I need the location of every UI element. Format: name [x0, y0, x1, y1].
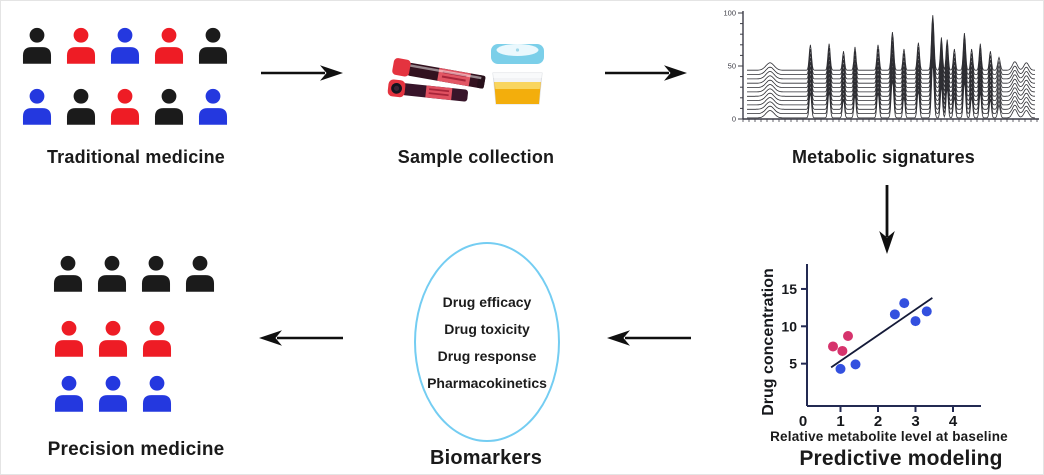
biomarker-item: Drug efficacy — [442, 293, 532, 310]
urine-cup-icon — [491, 44, 544, 105]
person-icon-black — [53, 255, 83, 292]
biomarker-item: Drug toxicity — [444, 320, 530, 337]
blood-tubes-icon — [387, 58, 486, 102]
scatter-point-blue-points — [899, 298, 910, 309]
person-icon-black — [22, 27, 52, 64]
svg-text:4: 4 — [949, 413, 958, 429]
arrow-right-sample-to-metabolic — [605, 65, 687, 81]
svg-text:0: 0 — [732, 115, 736, 124]
predictive-modeling-xaxis-label: Relative metabolite level at baseline — [770, 429, 1008, 444]
svg-text:1: 1 — [836, 413, 844, 429]
predictive-modeling-chart: 5 10 15 0 1 2 3 4 Drug concentration — [760, 264, 981, 429]
svg-text:2: 2 — [874, 413, 882, 429]
traditional-medicine-label: Traditional medicine — [46, 147, 226, 167]
predictive-modeling-label: Predictive modeling — [799, 447, 1003, 470]
person-icon-blue — [142, 375, 172, 412]
person-icon-red — [154, 27, 184, 64]
person-icon-blue — [22, 88, 52, 125]
scatter-ylabel: Drug concentration — [760, 268, 777, 416]
arrow-down-metabolic-to-predictive — [879, 185, 895, 254]
person-icon-red — [54, 320, 84, 357]
svg-text:100: 100 — [723, 9, 736, 18]
arrow-left-biomarkers-to-precision — [259, 330, 343, 346]
person-icon-blue — [98, 375, 128, 412]
scatter-point-pink-points — [828, 341, 838, 352]
person-icon-blue — [54, 375, 84, 412]
svg-text:15: 15 — [781, 281, 797, 297]
scatter-point-pink-points — [843, 331, 853, 342]
svg-text:0: 0 — [799, 413, 807, 429]
scatter-point-blue-points — [850, 359, 861, 370]
person-icon-black — [66, 88, 96, 125]
precision-medicine-people-red — [52, 319, 174, 357]
biomarker-item: Drug response — [437, 347, 537, 364]
scatter-point-blue-points — [889, 309, 900, 320]
scatter-point-blue-points — [835, 363, 846, 374]
person-icon-black — [97, 255, 127, 292]
person-icon-blue — [198, 88, 228, 125]
svg-text:50: 50 — [728, 62, 736, 71]
person-icon-red — [98, 320, 128, 357]
biomarker-item: Pharmacokinetics — [427, 374, 547, 391]
person-icon-black — [185, 255, 215, 292]
svg-text:5: 5 — [789, 356, 797, 372]
metabolic-signatures-chart: 100 50 0 — [723, 9, 1039, 124]
traditional-medicine-people — [20, 26, 230, 125]
svg-text:3: 3 — [911, 413, 919, 429]
person-icon-blue — [110, 27, 140, 64]
scatter-point-pink-points — [837, 345, 848, 356]
person-icon-black — [141, 255, 171, 292]
scatter-point-blue-points — [910, 316, 921, 327]
sample-collection-label: Sample collection — [397, 147, 555, 167]
scatter-point-blue-points — [921, 306, 932, 317]
metabolic-signatures-label: Metabolic signatures — [791, 147, 976, 167]
person-icon-black — [154, 88, 184, 125]
svg-text:10: 10 — [781, 318, 797, 334]
person-icon-red — [66, 27, 96, 64]
precision-medicine-people-black — [51, 254, 217, 292]
precision-medicine-label: Precision medicine — [47, 439, 225, 460]
person-icon-black — [198, 27, 228, 64]
arrow-right-traditional-to-sample — [261, 65, 343, 81]
precision-medicine-people-blue — [52, 374, 174, 412]
biomarkers-label: Biomarkers — [429, 447, 543, 469]
person-icon-red — [110, 88, 140, 125]
person-icon-red — [142, 320, 172, 357]
arrow-left-predictive-to-biomarkers — [607, 330, 691, 346]
